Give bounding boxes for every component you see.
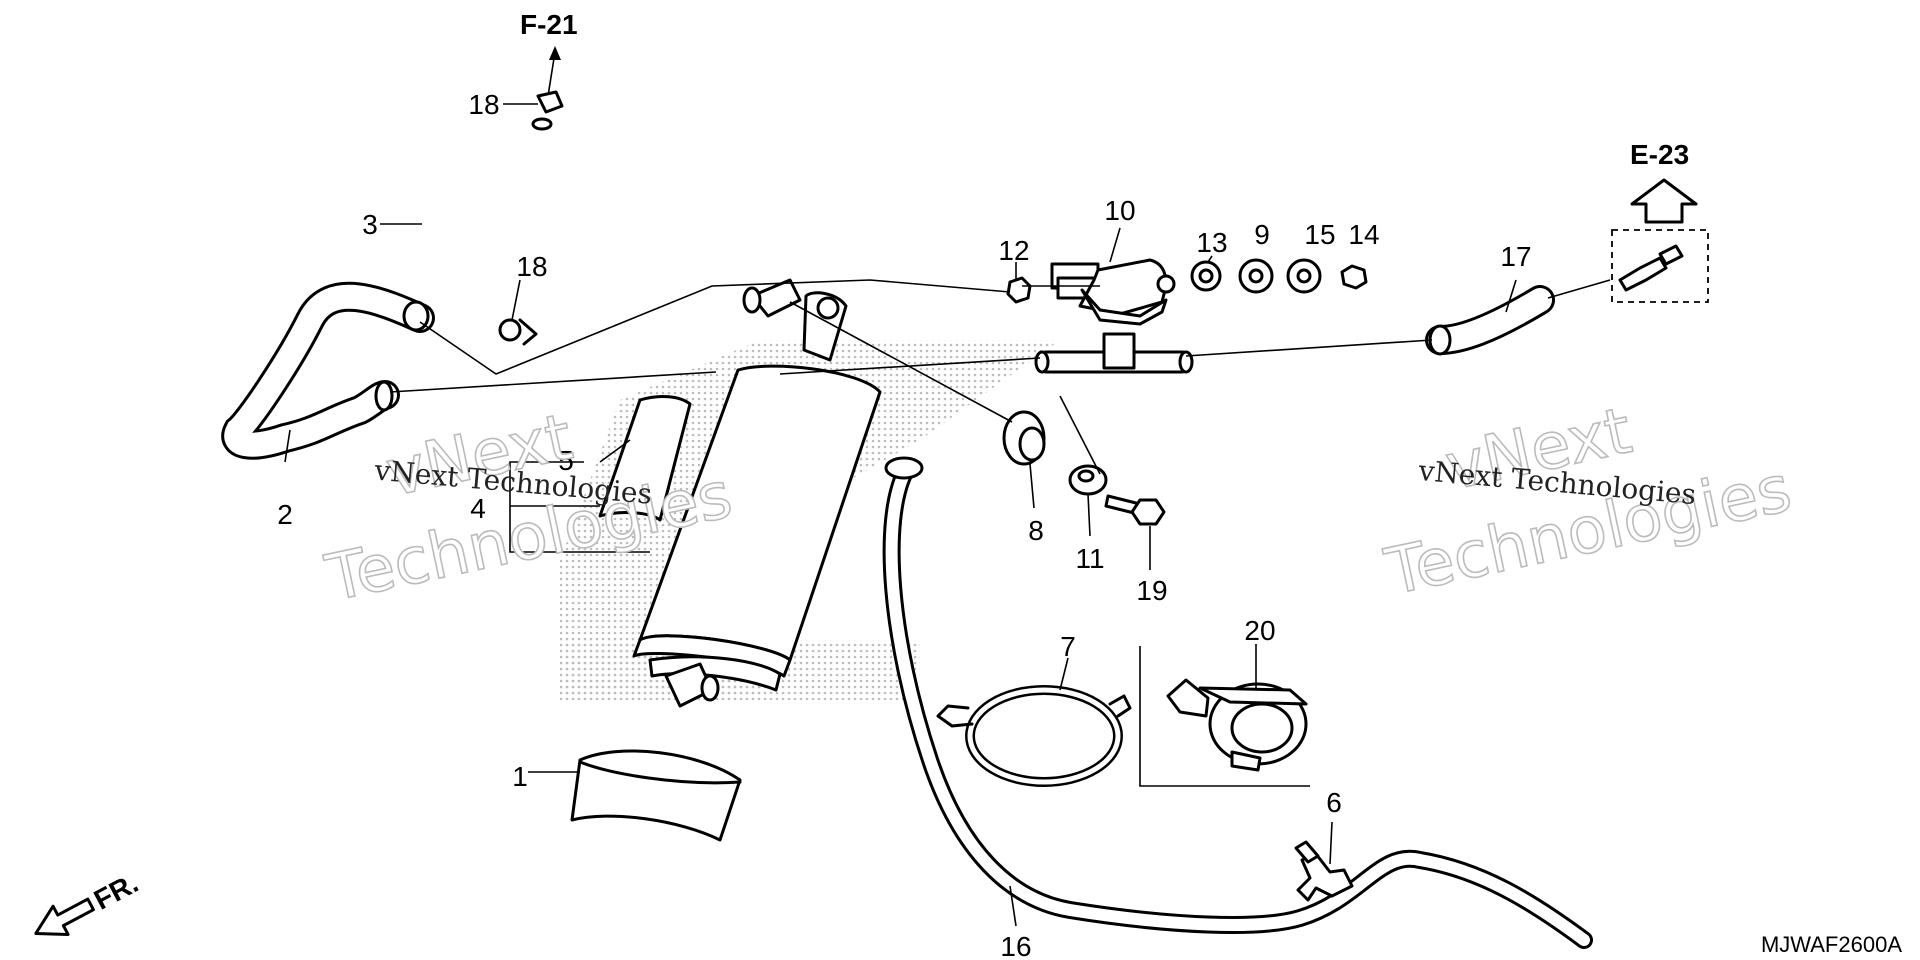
- reference-e23-arrow-icon: [1630, 178, 1698, 224]
- callout-9: 9: [1254, 219, 1270, 250]
- callout-7: 7: [1060, 631, 1076, 662]
- part-7-clamp[interactable]: [936, 685, 1132, 787]
- callout-3: 3: [362, 209, 378, 240]
- front-direction-label: FR.: [89, 867, 143, 916]
- part-17-hose[interactable]: [1425, 285, 1555, 356]
- callout-20: 20: [1244, 615, 1275, 646]
- callout-2: 2: [277, 499, 293, 530]
- callout-18-lower: 18: [516, 251, 547, 282]
- callout-15: 15: [1304, 219, 1335, 250]
- callout-14: 14: [1348, 219, 1379, 250]
- callout-labels: 1 2 3 4 5 6 7 8 9 10 11 12 13 14 15 16 1…: [277, 89, 1531, 960]
- part-12-nut[interactable]: [1006, 276, 1032, 304]
- part-6-clip[interactable]: [1294, 840, 1354, 902]
- part-20-clamp[interactable]: [1166, 678, 1308, 772]
- part-16-hose[interactable]: [882, 456, 1593, 949]
- callout-12: 12: [998, 235, 1029, 266]
- canister[interactable]: [632, 278, 882, 708]
- callout-19: 19: [1136, 575, 1167, 606]
- callout-8: 8: [1028, 515, 1044, 546]
- reference-f21[interactable]: F-21: [520, 9, 578, 97]
- part-9-washer[interactable]: [1238, 258, 1274, 294]
- part-15-washer[interactable]: [1286, 258, 1322, 294]
- part-8-grommet[interactable]: [1002, 410, 1046, 466]
- callout-11: 11: [1075, 543, 1104, 574]
- tee-joint[interactable]: [1034, 332, 1194, 374]
- leader-lines: [284, 103, 1611, 927]
- callout-17: 17: [1500, 241, 1531, 272]
- callout-4: 4: [470, 493, 486, 524]
- part-19-bolt[interactable]: [1104, 494, 1166, 526]
- front-direction: FR.: [34, 867, 143, 936]
- part-13-grommet[interactable]: [1190, 260, 1222, 292]
- callout-6: 6: [1326, 787, 1342, 818]
- part-2-hose[interactable]: [221, 281, 435, 460]
- callout-10: 10: [1104, 195, 1135, 226]
- part-5-bracket[interactable]: [598, 395, 692, 522]
- part-1-band[interactable]: [570, 749, 742, 842]
- reference-e23-label: E-23: [1630, 139, 1689, 170]
- diagram-code: MJWAF2600A: [1761, 932, 1902, 957]
- reference-f21-label: F-21: [520, 9, 578, 40]
- part-3-hose[interactable]: [405, 112, 553, 330]
- watermark-right: vNext Technologies vNext Technologies: [1378, 393, 1798, 611]
- callout-5: 5: [558, 445, 574, 476]
- front-direction-arrow-icon: [34, 897, 95, 936]
- part-18-lower-clip[interactable]: [498, 318, 538, 346]
- callout-16: 16: [1000, 931, 1031, 960]
- callout-1: 1: [512, 761, 528, 792]
- part-10-valve[interactable]: [1050, 258, 1176, 326]
- part-18-top-clip[interactable]: [536, 90, 564, 114]
- callout-13: 13: [1196, 227, 1227, 258]
- part-11-collar[interactable]: [1068, 464, 1108, 496]
- reference-e23[interactable]: E-23: [1611, 139, 1709, 303]
- callout-18-top: 18: [468, 89, 499, 120]
- part-14-nut[interactable]: [1340, 264, 1368, 290]
